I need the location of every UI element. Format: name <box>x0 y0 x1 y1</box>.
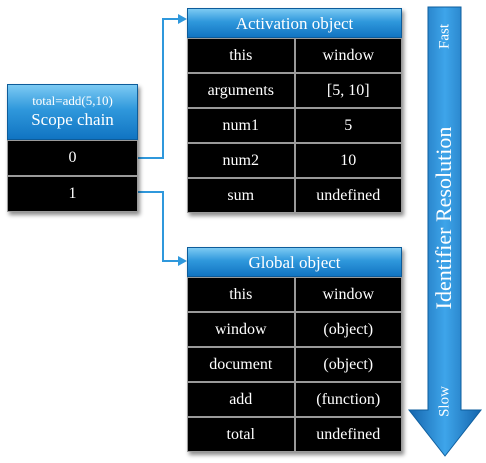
connector-slot-0-arrowhead <box>178 14 187 24</box>
connector-slot-1 <box>138 191 179 262</box>
row-key: this <box>187 38 295 73</box>
row-key: arguments <box>187 73 295 108</box>
row-value: [5, 10] <box>294 73 402 108</box>
row-value: window <box>294 277 402 312</box>
table-row: this window <box>187 277 402 312</box>
table-row: sum undefined <box>187 178 402 213</box>
scope-chain-title: Scope chain <box>31 110 114 129</box>
scope-chain: total=add(5,10) Scope chain 0 1 <box>7 84 138 212</box>
row-value: 10 <box>294 143 402 178</box>
row-value: (object) <box>294 312 402 347</box>
table-row: num2 10 <box>187 143 402 178</box>
global-object-title: Global object <box>187 247 402 277</box>
row-value: undefined <box>294 417 402 452</box>
row-key: sum <box>187 178 295 213</box>
table-row: num1 5 <box>187 108 402 143</box>
scope-chain-header: total=add(5,10) Scope chain <box>7 84 138 140</box>
fast-label: Fast <box>436 24 453 50</box>
slow-label: Slow <box>436 386 453 417</box>
call-label: total=add(5,10) <box>32 93 113 108</box>
activation-object-title: Activation object <box>187 8 402 38</box>
row-value: (object) <box>294 347 402 382</box>
table-row: arguments [5, 10] <box>187 73 402 108</box>
identifier-resolution-label: Identifier Resolution <box>431 126 456 310</box>
scope-slot-1: 1 <box>7 176 138 212</box>
table-row: window (object) <box>187 312 402 347</box>
row-value: undefined <box>294 178 402 213</box>
row-key: num1 <box>187 108 295 143</box>
activation-object: Activation object this window arguments … <box>187 8 402 213</box>
row-value: window <box>294 38 402 73</box>
connector-slot-1-arrowhead <box>178 256 187 266</box>
table-row: total undefined <box>187 417 402 452</box>
table-row: document (object) <box>187 347 402 382</box>
table-row: this window <box>187 38 402 73</box>
global-object: Global object this window window (object… <box>187 247 402 452</box>
row-key: total <box>187 417 295 452</box>
table-row: add (function) <box>187 382 402 417</box>
resolution-arrow <box>407 6 483 457</box>
row-key: num2 <box>187 143 295 178</box>
row-key: this <box>187 277 295 312</box>
row-key: add <box>187 382 295 417</box>
scope-slot-0: 0 <box>7 140 138 176</box>
row-key: window <box>187 312 295 347</box>
row-value: (function) <box>294 382 402 417</box>
row-value: 5 <box>294 108 402 143</box>
connector-slot-0 <box>138 18 179 159</box>
row-key: document <box>187 347 295 382</box>
